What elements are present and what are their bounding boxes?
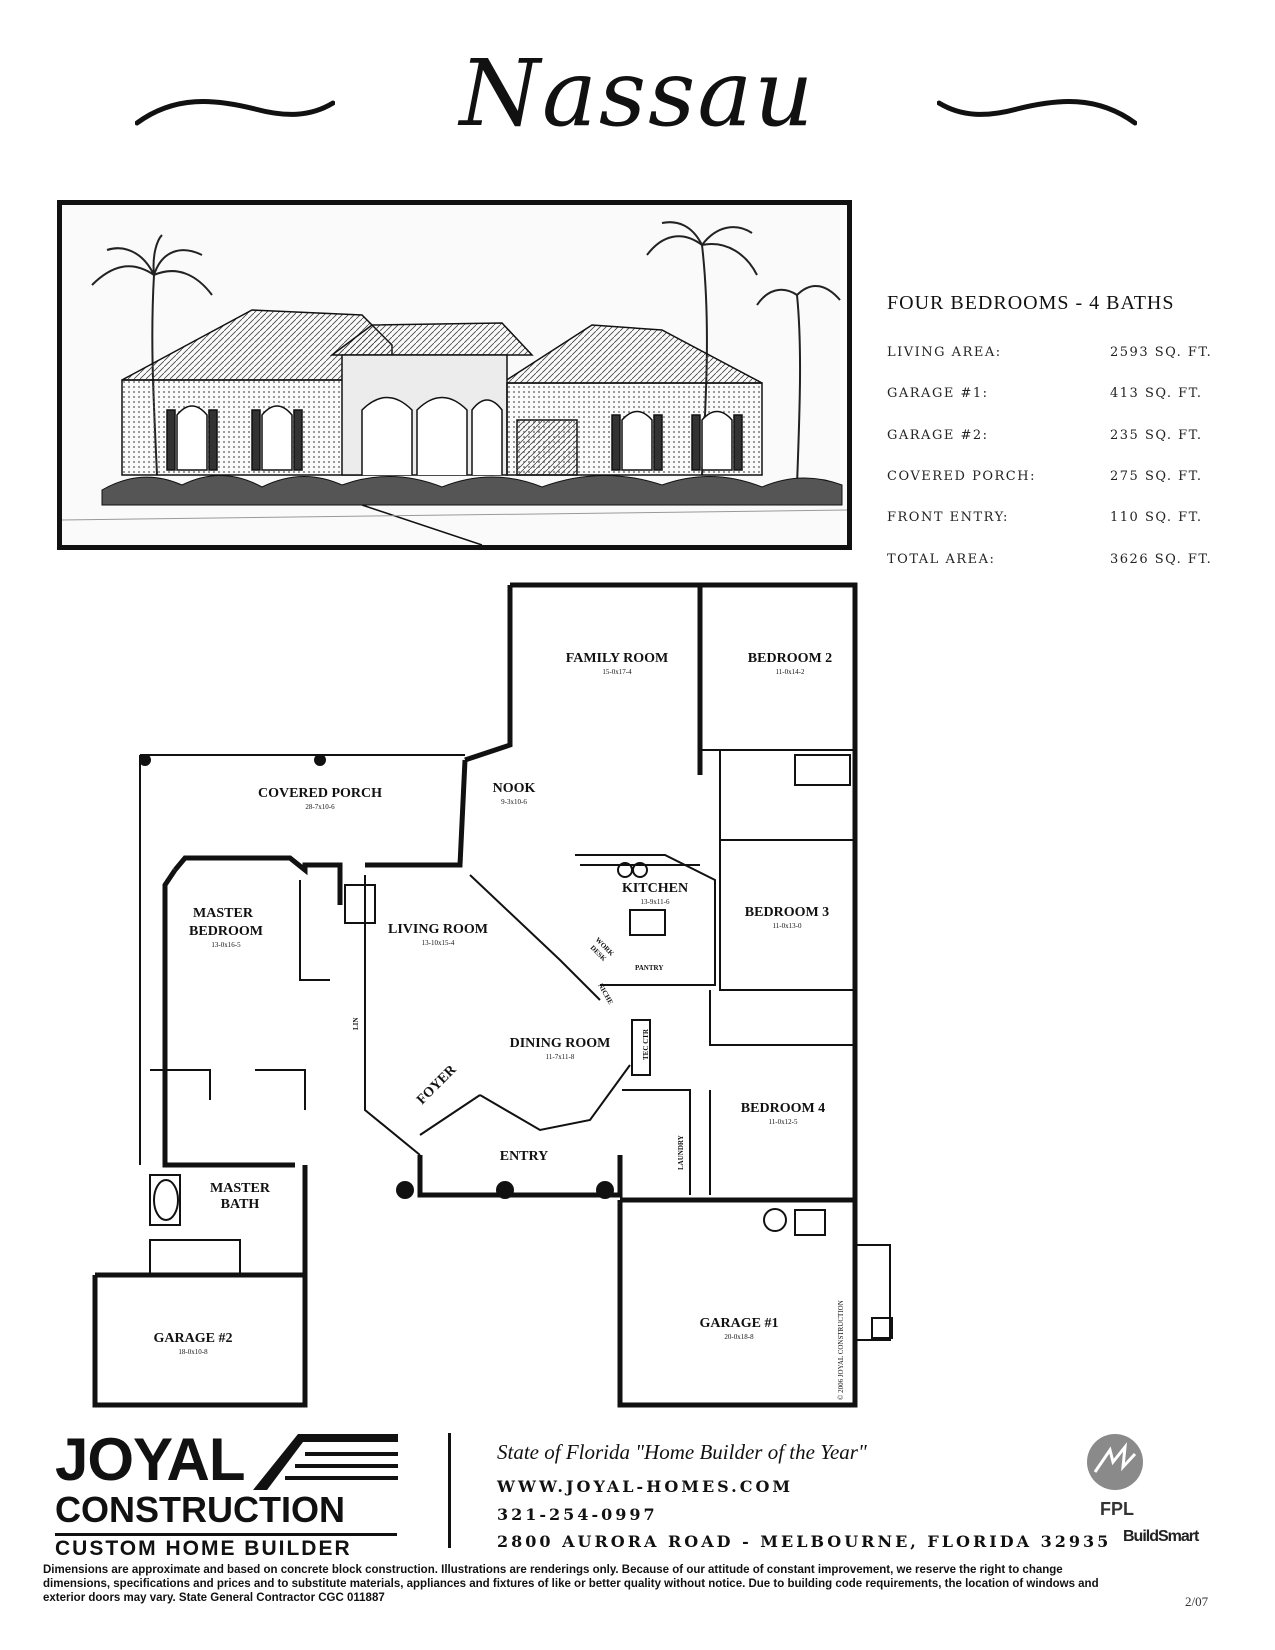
spec-label: COVERED PORCH: bbox=[887, 469, 1036, 484]
room-label-lin: LIN bbox=[352, 1018, 360, 1030]
floor-plan: FAMILY ROOM 15-0x17-4 BEDROOM 2 11-0x14-… bbox=[92, 582, 893, 1408]
room-label-dining-room: DINING ROOM bbox=[510, 1036, 611, 1051]
spec-value: 275 SQ. FT. bbox=[1110, 469, 1203, 484]
right-windows bbox=[611, 410, 743, 471]
fpl-logo-icon bbox=[1087, 1434, 1143, 1490]
spec-value: 2593 SQ. FT. bbox=[1110, 345, 1213, 360]
revision-date: 2/07 bbox=[1185, 1594, 1209, 1609]
fpl-wordmark: FPL bbox=[1100, 1499, 1134, 1519]
room-dims: 28-7x10-6 bbox=[305, 803, 335, 811]
room-label-laundry: LAUNDRY bbox=[677, 1135, 685, 1170]
room-dims: 11-0x14-2 bbox=[776, 668, 805, 676]
award-text: State of Florida "Home Builder of the Ye… bbox=[497, 1440, 867, 1464]
room-dims: 18-0x10-8 bbox=[178, 1348, 208, 1356]
phone-number: 321-254-0997 bbox=[497, 1505, 658, 1524]
room-label-pantry: PANTRY bbox=[635, 964, 663, 972]
spec-value: 110 SQ. FT. bbox=[1110, 510, 1203, 525]
logo-wordmark-joyal: JOYAL bbox=[55, 1426, 246, 1493]
room-dims: 20-0x18-8 bbox=[724, 1333, 754, 1341]
room-label-family-room: FAMILY ROOM bbox=[566, 651, 669, 666]
exterior-walls bbox=[92, 582, 858, 1408]
logo-divider bbox=[55, 1533, 397, 1536]
spec-label: GARAGE #1: bbox=[887, 386, 989, 401]
room-labels: FAMILY ROOM 15-0x17-4 BEDROOM 2 11-0x14-… bbox=[154, 651, 845, 1400]
left-swash-ornament bbox=[135, 99, 335, 126]
room-dims: 15-0x17-4 bbox=[602, 668, 632, 676]
logo-tagline: CUSTOM HOME BUILDER bbox=[55, 1537, 352, 1560]
buildsmart-wordmark: BuildSmart bbox=[1123, 1528, 1199, 1545]
room-dims: 13-0x16-5 bbox=[211, 941, 241, 949]
room-label-living-room: LIVING ROOM bbox=[388, 922, 488, 937]
page-title: Nassau bbox=[459, 40, 816, 147]
spec-label: FRONT ENTRY: bbox=[887, 510, 1009, 525]
spec-label: TOTAL AREA: bbox=[887, 552, 996, 567]
logo-wordmark-construction: CONSTRUCTION bbox=[55, 1489, 345, 1530]
legal-disclaimer: Dimensions are approximate and based on … bbox=[43, 1564, 1099, 1604]
room-label-bedroom-4: BEDROOM 4 bbox=[741, 1101, 825, 1116]
room-label-tec-ctr: TEC CTR bbox=[642, 1028, 650, 1060]
room-dims: 13-10x15-4 bbox=[422, 939, 455, 947]
room-label-master-bedroom-1: MASTER bbox=[193, 906, 254, 921]
room-dims: 11-0x13-0 bbox=[773, 922, 802, 930]
spec-label: GARAGE #2: bbox=[887, 428, 989, 443]
room-label-foyer: FOYER bbox=[414, 1062, 460, 1108]
spec-value: 235 SQ. FT. bbox=[1110, 428, 1203, 443]
plan-copyright: © 2006 JOYAL CONSTRUCTION bbox=[837, 1300, 845, 1400]
room-label-master-bath-1: MASTER bbox=[210, 1181, 271, 1196]
room-dims: 9-3x10-6 bbox=[501, 798, 527, 806]
street-address: 2800 AURORA ROAD - MELBOURNE, FLORIDA 32… bbox=[497, 1532, 1112, 1551]
logo-roof-icon bbox=[253, 1434, 398, 1490]
spec-value: 413 SQ. FT. bbox=[1110, 386, 1203, 401]
interior-walls bbox=[139, 749, 893, 1341]
room-label-nook: NOOK bbox=[493, 781, 536, 796]
garage-door bbox=[516, 419, 578, 476]
spec-value: 3626 SQ. FT. bbox=[1110, 552, 1213, 567]
right-swash-ornament bbox=[937, 99, 1137, 126]
footer-divider bbox=[448, 1433, 451, 1548]
room-label-master-bath-2: BATH bbox=[221, 1197, 260, 1212]
left-wing-wall bbox=[121, 379, 363, 476]
room-label-garage-1: GARAGE #1 bbox=[700, 1316, 779, 1331]
website-link[interactable]: WWW.JOYAL-HOMES.COM bbox=[497, 1477, 794, 1496]
room-dims: 11-7x11-8 bbox=[546, 1053, 575, 1061]
room-label-covered-porch: COVERED PORCH bbox=[258, 786, 382, 801]
room-label-bedroom-2: BEDROOM 2 bbox=[748, 651, 832, 666]
house-illustration bbox=[62, 205, 847, 545]
room-label-bedroom-3: BEDROOM 3 bbox=[745, 905, 829, 920]
columns bbox=[139, 754, 614, 1199]
exterior-rendering bbox=[57, 200, 852, 550]
room-dims: 13-9x11-6 bbox=[641, 898, 670, 906]
room-label-entry: ENTRY bbox=[500, 1149, 549, 1164]
room-label-kitchen: KITCHEN bbox=[622, 881, 688, 896]
spec-label: LIVING AREA: bbox=[887, 345, 1002, 360]
specs-heading: FOUR BEDROOMS - 4 BATHS bbox=[887, 292, 1175, 314]
left-windows bbox=[166, 405, 303, 471]
room-label-garage-2: GARAGE #2 bbox=[154, 1331, 233, 1346]
room-dims: 11-0x12-5 bbox=[769, 1118, 798, 1126]
room-label-master-bedroom-2: BEDROOM bbox=[189, 924, 263, 939]
